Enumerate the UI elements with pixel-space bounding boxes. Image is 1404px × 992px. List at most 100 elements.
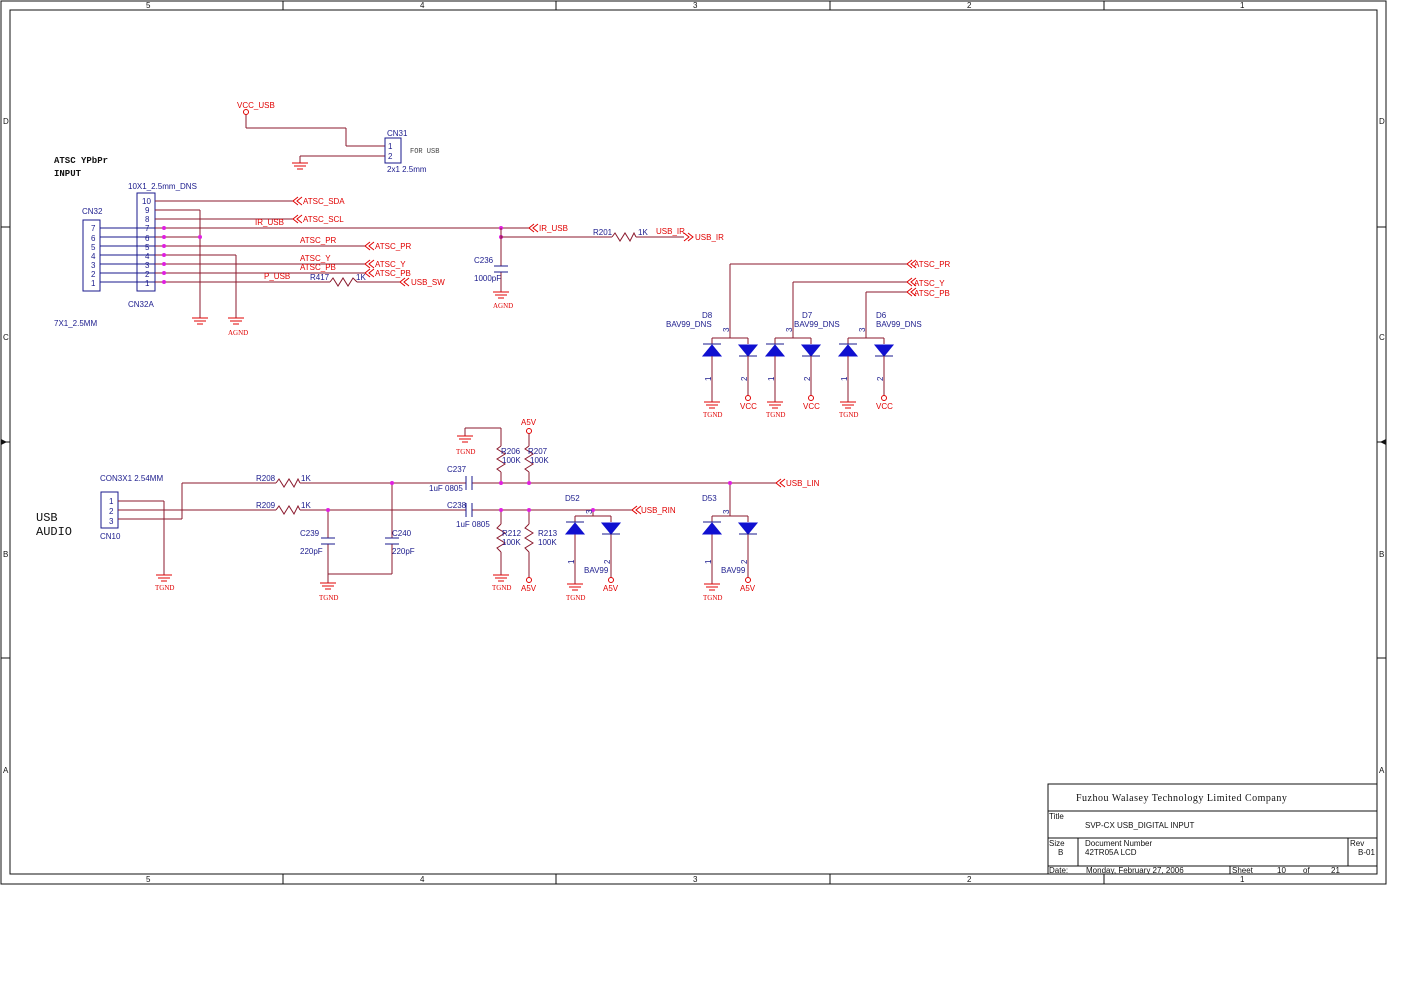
net-atsc-pb: ATSC_PB <box>375 269 411 278</box>
d7-value: BAV99_DNS <box>794 320 840 329</box>
d7-diode-pair: D7 BAV99_DNS 3 1 2 <box>764 311 840 402</box>
d6-pin: 3 <box>858 327 867 332</box>
net-atsc-sda: ATSC_SDA <box>303 197 345 206</box>
r212-ref: R212 <box>502 529 522 538</box>
cn10-pin: 3 <box>109 517 114 526</box>
net-tgnd: TGND <box>566 594 585 602</box>
cn10-connector: CON3X1 2.54MM CN10 1 2 3 <box>100 474 163 541</box>
cn32-pin: 7 <box>91 224 96 233</box>
d7-ref: D7 <box>802 311 813 320</box>
col-label: 1 <box>1240 875 1245 884</box>
net-a5v: A5V <box>521 584 537 593</box>
cn10-value: CON3X1 2.54MM <box>100 474 163 483</box>
ground-symbol <box>704 401 856 409</box>
net-atsc-y: ATSC_Y <box>375 260 406 269</box>
cn32a-pin: 8 <box>145 215 150 224</box>
col-label: 4 <box>420 875 425 884</box>
frame-center-arrow-left <box>1 439 7 445</box>
net-tgnd: TGND <box>703 594 722 602</box>
cn10-pin: 1 <box>109 497 114 506</box>
r209-value: 1K <box>301 501 311 510</box>
r417-value: 1K <box>356 273 366 282</box>
net-atsc-scl: ATSC_SCL <box>303 215 344 224</box>
net-arrows <box>631 478 786 515</box>
net-usb-ir: USB_IR <box>695 233 724 242</box>
sheet-number: 10 <box>1277 866 1286 875</box>
r417-ref: R417 <box>310 273 330 282</box>
date-label: Date: <box>1049 866 1068 875</box>
r207-ref: R207 <box>528 447 548 456</box>
row-label: D <box>1379 117 1385 126</box>
frame-col-labels-top: 5 4 3 2 1 <box>146 1 1245 10</box>
net-a5v: A5V <box>521 418 537 427</box>
sheet-label: Sheet <box>1232 866 1254 875</box>
cn32-pin: 4 <box>91 252 96 261</box>
cn32a-pin: 9 <box>145 206 150 215</box>
row-label: C <box>3 333 9 342</box>
cn32-pin: 3 <box>91 261 96 270</box>
c238-ref: C238 <box>447 501 467 510</box>
frame-col-labels-bottom: 5 4 3 2 1 <box>146 875 1245 884</box>
cn32-value: 7X1_2.5MM <box>54 319 97 328</box>
cn31-value: 2x1 2.5mm <box>387 165 427 174</box>
cn10-pin: 2 <box>109 507 114 516</box>
c238-value: 1uF 0805 <box>456 520 490 529</box>
net-agnd: AGND <box>228 329 248 337</box>
c239-capacitor: C239 220pF <box>300 529 335 556</box>
ground-symbol <box>156 435 720 591</box>
c239-ref: C239 <box>300 529 320 538</box>
size-label: Size <box>1049 839 1065 848</box>
net-atsc-y: ATSC_Y <box>300 254 331 263</box>
junctions <box>326 481 732 512</box>
ground-symbol <box>493 291 509 299</box>
d53-pin: 3 <box>722 509 731 514</box>
r201-value: 1K <box>638 228 648 237</box>
net-atsc-pr: ATSC_PR <box>300 236 337 245</box>
c237-capacitor: C237 1uF 0805 <box>429 465 473 493</box>
company-name: Fuzhou Walasey Technology Limited Compan… <box>1076 793 1287 804</box>
rev-label: Rev <box>1350 839 1364 848</box>
c240-value: 220pF <box>392 547 415 556</box>
r207-value: 100K <box>530 456 549 465</box>
d6-value: BAV99_DNS <box>876 320 922 329</box>
net-vcc: VCC <box>876 402 893 411</box>
usb-audio-heading-line2: AUDIO <box>36 525 72 539</box>
net-atsc-y: ATSC_Y <box>914 279 945 288</box>
d52-pin: 3 <box>585 509 594 514</box>
cn10-ref: CN10 <box>100 532 121 541</box>
sheet-total: 21 <box>1331 866 1340 875</box>
cn32a-pin: 4 <box>145 252 150 261</box>
net-tgnd: TGND <box>319 594 338 602</box>
cn31-pin: 1 <box>388 142 393 151</box>
net-tgnd: TGND <box>703 411 722 419</box>
d8-diode-pair: D8 BAV99_DNS 3 1 2 <box>666 311 759 402</box>
d53-ref: D53 <box>702 494 717 503</box>
net-usb-ir: USB_IR <box>656 227 685 236</box>
d6-ref: D6 <box>876 311 887 320</box>
c240-ref: C240 <box>392 529 412 538</box>
cn31-ref: CN31 <box>387 129 408 138</box>
d8-pin: 3 <box>722 327 731 332</box>
r417-resistor: R417 1K <box>310 273 366 287</box>
c236-capacitor: C236 1000pF <box>474 256 508 283</box>
cn32-pin: 2 <box>91 270 96 279</box>
cn32-pin: 5 <box>91 243 96 252</box>
d8-pin: 2 <box>740 376 749 381</box>
cn32a-pin: 6 <box>145 234 150 243</box>
d53-value: BAV99 <box>721 566 746 575</box>
net-tgnd: TGND <box>766 411 785 419</box>
atsc-heading-line1: ATSC YPbPr <box>54 156 108 166</box>
net-atsc-pr: ATSC_PR <box>914 260 951 269</box>
col-label: 5 <box>146 1 151 10</box>
col-label: 3 <box>693 875 698 884</box>
title-label: Title <box>1049 812 1064 821</box>
d53-diode-pair: D53 BAV99 3 1 2 <box>701 494 759 575</box>
net-agnd: AGND <box>493 302 513 310</box>
d7-pin: 2 <box>803 376 812 381</box>
r212-value: 100K <box>502 538 521 547</box>
cn32-connector: CN32 7X1_2.5MM 7 6 5 4 3 2 1 <box>54 207 155 328</box>
d52-pin: 2 <box>603 559 612 564</box>
r206-value: 100K <box>502 456 521 465</box>
d7-pin: 1 <box>767 376 776 381</box>
